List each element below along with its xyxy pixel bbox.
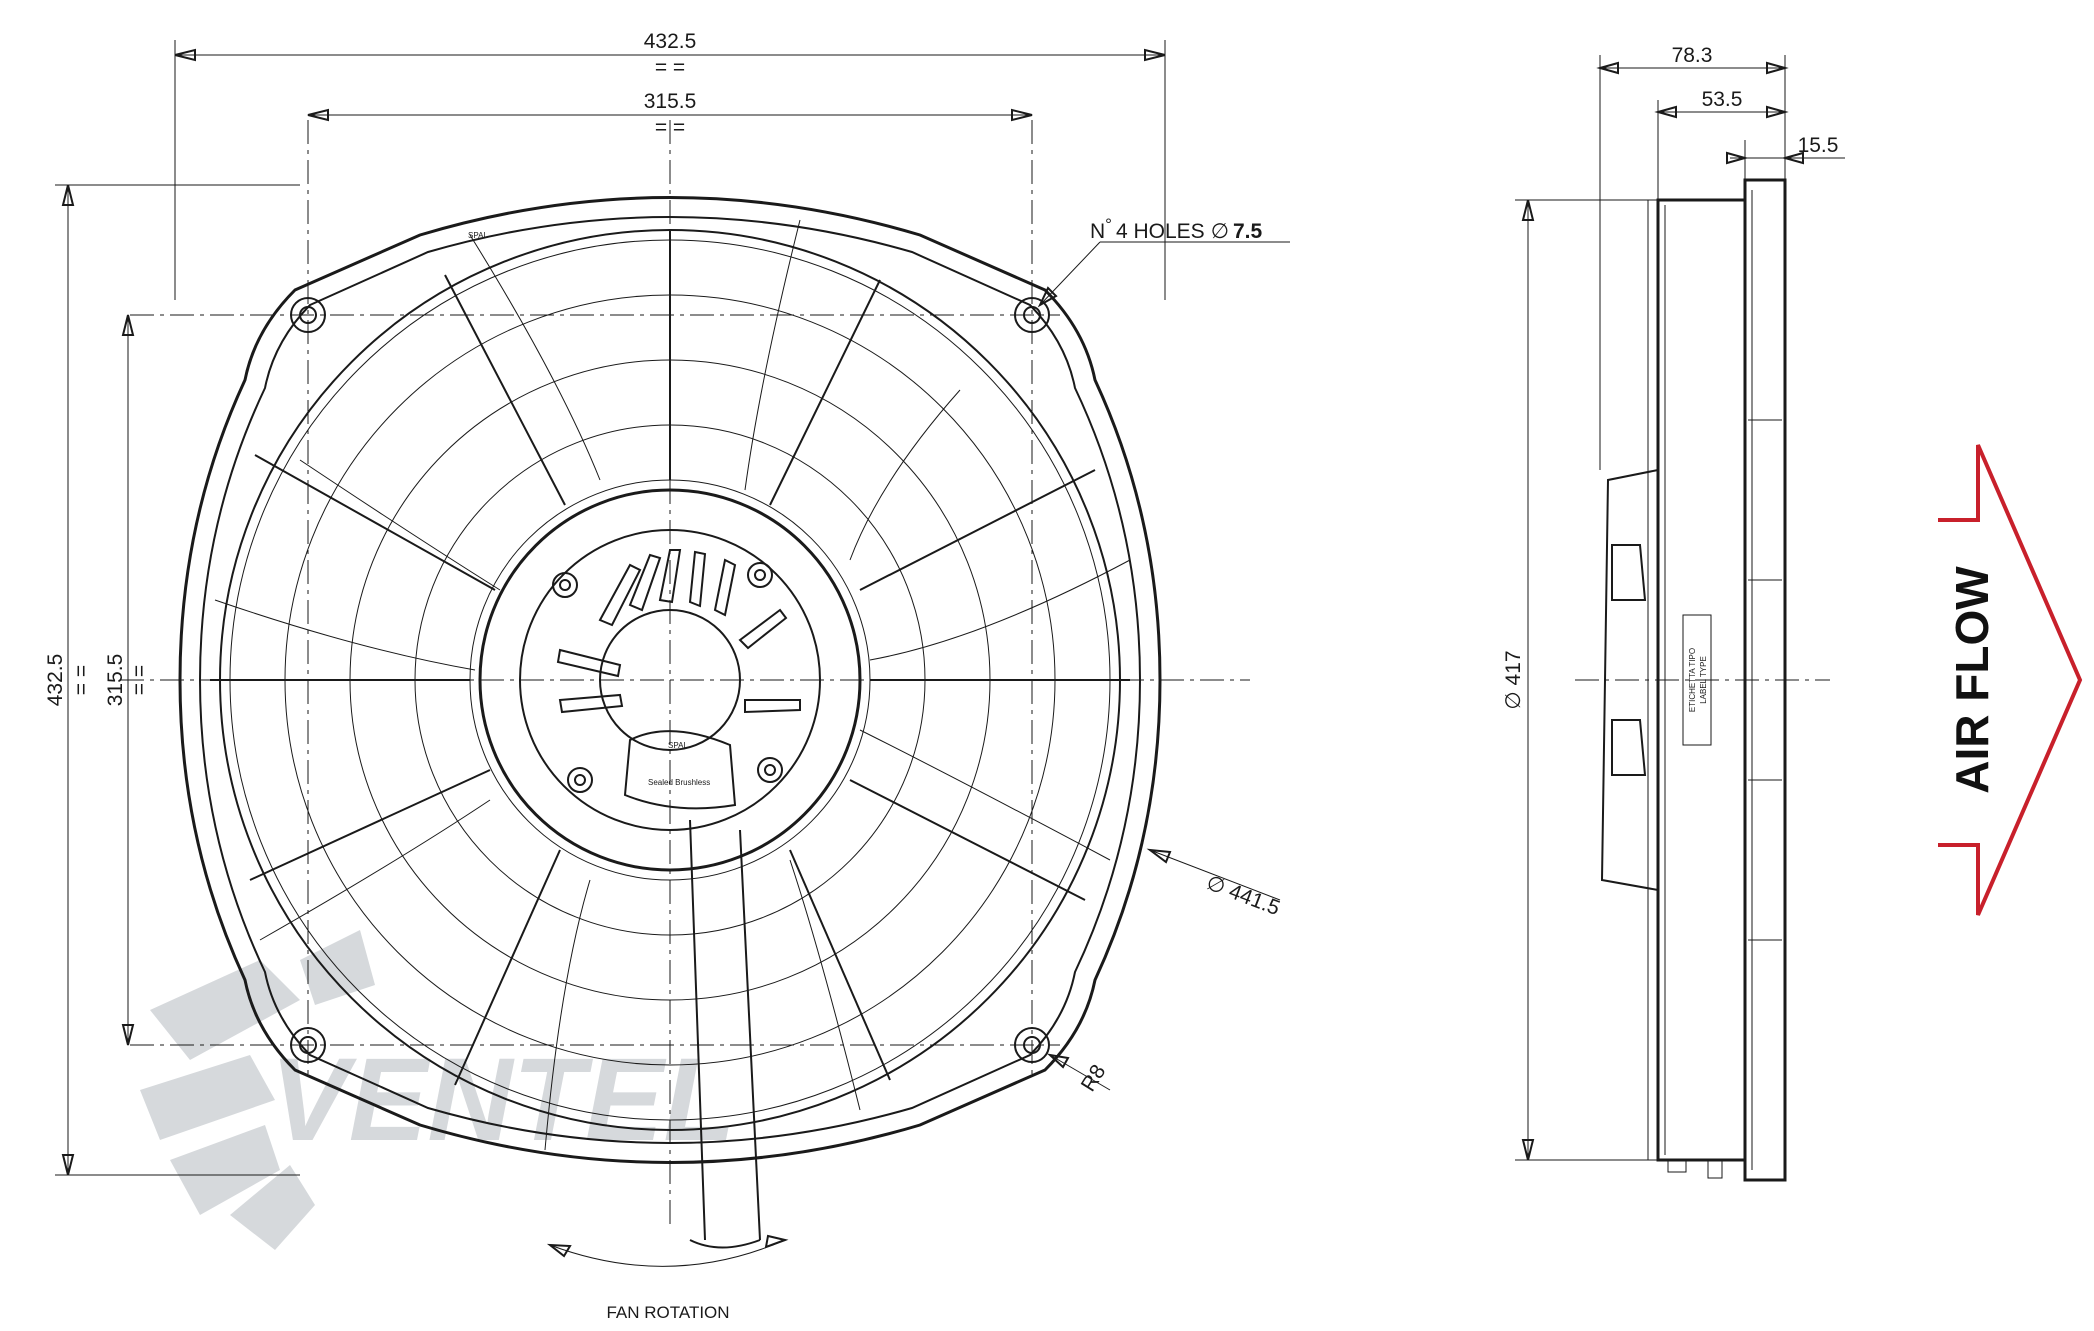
front-hub-screws: [552, 562, 783, 793]
air-flow-arrow: AIR FLOW: [1938, 444, 2083, 916]
front-cable: [689, 819, 761, 1249]
holes-diameter: 7.5: [1233, 220, 1263, 243]
watermark: VENTEL: [140, 930, 736, 1250]
holes-label: 4 HOLES: [1116, 220, 1205, 243]
holes-prefix: N: [1090, 220, 1105, 243]
frame-brand: SPAL: [468, 231, 488, 240]
side-motor-clip-top: [1611, 544, 1647, 601]
holes-leader: [1039, 241, 1101, 306]
dim-overall-width-eq: = =: [655, 56, 685, 79]
label-type-line1: ETICHETTA TIPO: [1688, 648, 1697, 712]
dim-hole-width-eq: = =: [655, 116, 685, 139]
dim-hole-height: 315.5: [104, 654, 127, 707]
front-dimensions: 432.5 = = 315.5 = = 432.5 = = 315.5 = = …: [44, 30, 1290, 1322]
hub-tagline: Sealed Brushless: [648, 778, 710, 787]
front-frame-outer: [178, 196, 1162, 1164]
dim-side-diameter: ∅ 417: [1502, 650, 1525, 709]
air-flow-arrow-outline: [1938, 444, 2083, 916]
hub-brand: SPAL: [668, 741, 688, 750]
front-hub-fins: [556, 549, 801, 714]
dim-depth-total: 78.3: [1672, 44, 1713, 67]
fan-rotation-arrow: [549, 1239, 786, 1267]
holes-degree: °: [1105, 215, 1112, 234]
outer-diameter-leader: [1149, 849, 1281, 901]
dim-hole-width: 315.5: [644, 90, 697, 113]
air-flow-label: AIR FLOW: [1946, 566, 1998, 794]
fan-rotation-label: FAN ROTATION: [606, 1303, 729, 1322]
side-view: ETICHETTA TIPO LABEL TYPE: [1575, 178, 1830, 1182]
radius-leader: [1049, 1054, 1111, 1091]
front-fan-blades: [214, 219, 1131, 1151]
watermark-text: VENTEL: [270, 1034, 736, 1166]
dim-outer-diameter: ∅ 441.5: [1203, 871, 1283, 920]
dim-hole-height-eq: = =: [128, 665, 151, 695]
dim-depth-body: 53.5: [1702, 88, 1743, 111]
front-frame-inner: [198, 216, 1142, 1144]
holes-diameter-symbol: ∅: [1211, 220, 1229, 243]
dim-corner-radius: R8: [1077, 1061, 1111, 1096]
front-view: SPAL Sealed Brushless SPAL: [120, 120, 1250, 1249]
dim-overall-height: 432.5: [44, 654, 67, 707]
side-dimensions: 78.3 53.5 15.5 ∅ 417: [1502, 44, 1845, 1161]
dim-overall-height-eq: = =: [70, 665, 93, 695]
side-motor-clip-bottom: [1611, 719, 1647, 776]
dim-depth-flange: 15.5: [1798, 134, 1839, 157]
dim-overall-width: 432.5: [644, 30, 697, 53]
side-shroud: [1656, 198, 1747, 1162]
front-hub-plate: [623, 730, 737, 810]
holes-callout: N°4 HOLES ∅7.5: [1090, 215, 1263, 243]
